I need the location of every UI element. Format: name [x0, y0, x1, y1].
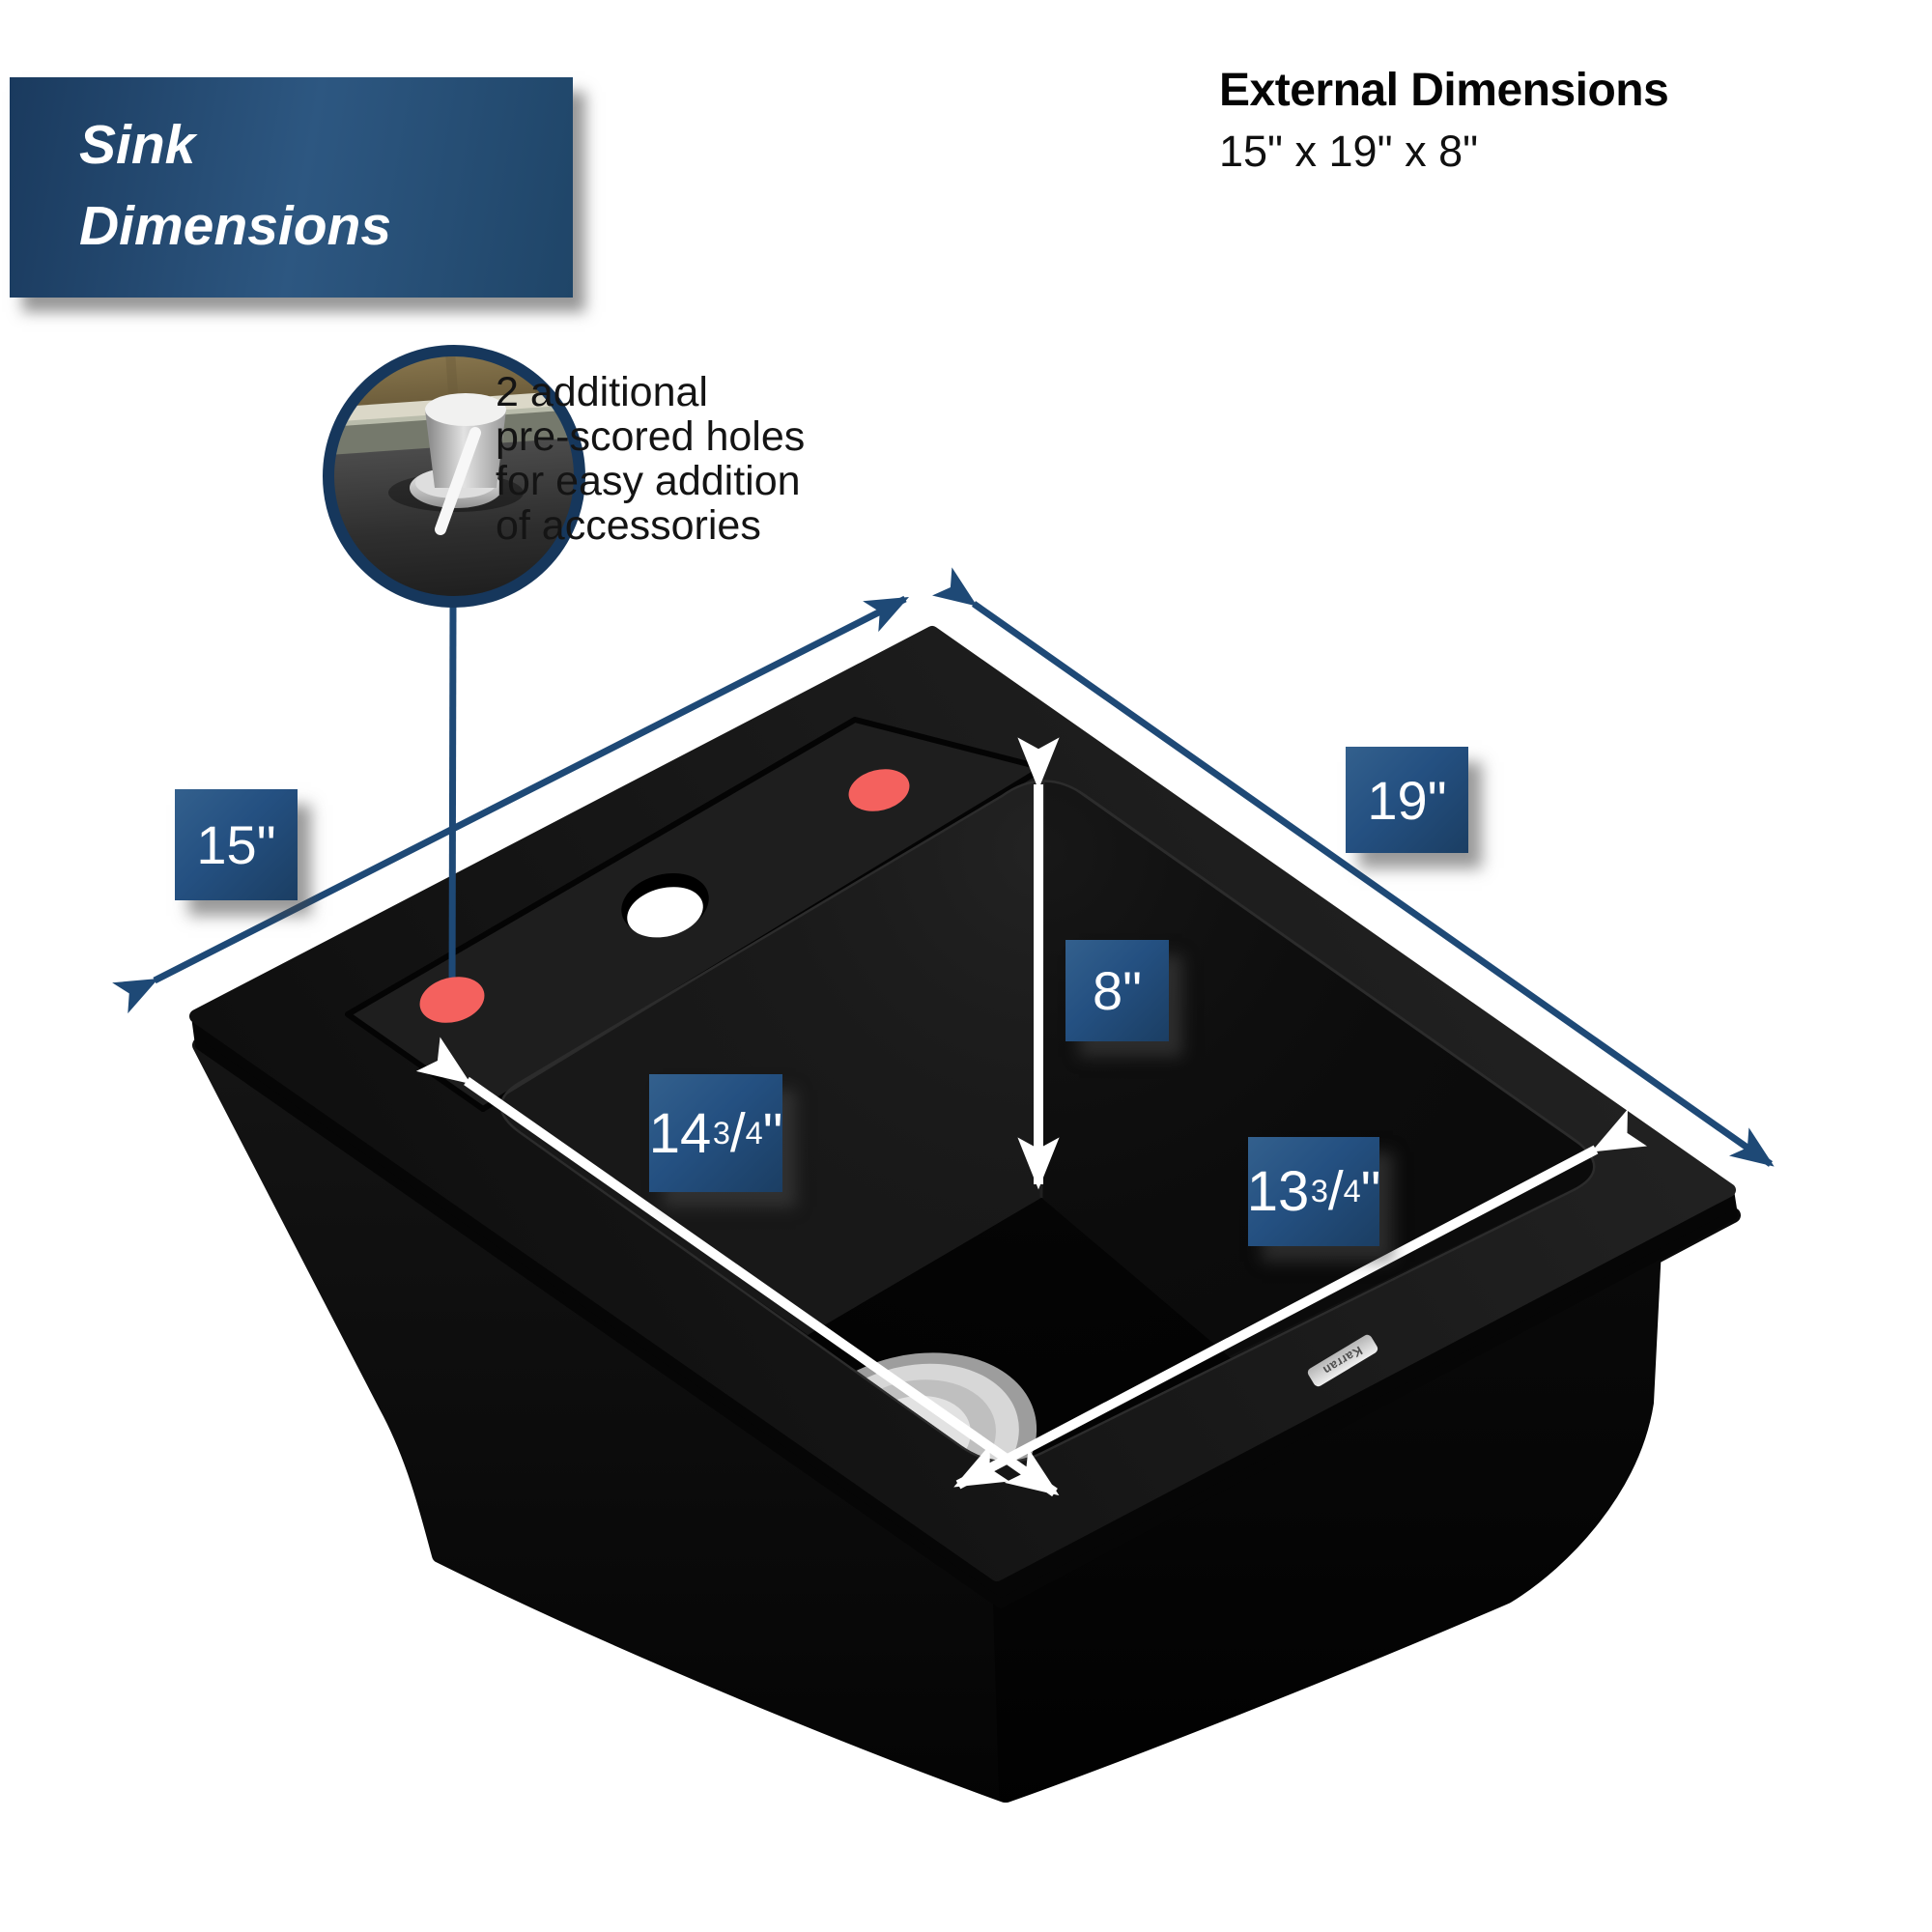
external-dimensions-value: 15" x 19" x 8": [1219, 127, 1479, 176]
dimension-value-8in: 8": [1092, 960, 1143, 1021]
bowl-width-frac-denominator: 4: [1343, 1174, 1361, 1208]
dimension-arrow-13-3-4in: [953, 1109, 1648, 1490]
banner-title-line2: Dimensions: [79, 195, 392, 257]
title-banner: Sink Dimensions: [10, 77, 573, 298]
callout-line3: for easy addition: [496, 458, 801, 504]
inset-callout-text: 2 additional pre-scored holes for easy a…: [496, 370, 805, 548]
soap-dispenser-photo: [388, 393, 524, 535]
dimension-label-15in: 15": [175, 789, 298, 900]
bowl-length-frac-slash: /: [729, 1102, 746, 1164]
dimension-label-19in: 19": [1346, 747, 1468, 853]
external-dimension-arrows: [112, 567, 1775, 1167]
external-dimensions-block: External Dimensions 15" x 19" x 8": [1219, 64, 1669, 177]
bowl-length-frac-denominator: 4: [745, 1115, 763, 1151]
inset-pointer-line: [448, 604, 457, 999]
external-dimensions-heading: External Dimensions: [1219, 65, 1669, 116]
bowl-length-frac-numerator: 3: [712, 1115, 730, 1151]
callout-line2: pre-scored holes: [496, 413, 806, 460]
dimension-arrow-15in: [112, 595, 909, 1014]
bowl-length-whole: 14: [648, 1101, 712, 1165]
dimension-value-15in: 15": [196, 814, 276, 875]
dimension-label-8in: 8": [1065, 940, 1169, 1041]
inset-ring: [323, 345, 585, 608]
dimension-arrow-19in: [931, 567, 1775, 1167]
bowl-width-frac-numerator: 3: [1310, 1174, 1328, 1208]
internal-dimension-arrows: [415, 737, 1648, 1497]
callout-line4: of accessories: [496, 502, 761, 549]
banner-title-line1: Sink: [79, 114, 196, 176]
bowl-length-unit: ": [762, 1101, 783, 1165]
dimension-value-19in: 19": [1367, 769, 1447, 831]
callout-line1: 2 additional: [496, 369, 708, 415]
bowl-width-whole: 13: [1246, 1160, 1310, 1223]
bowl-width-unit: ": [1360, 1160, 1381, 1223]
bowl-width-frac-slash: /: [1327, 1161, 1344, 1222]
